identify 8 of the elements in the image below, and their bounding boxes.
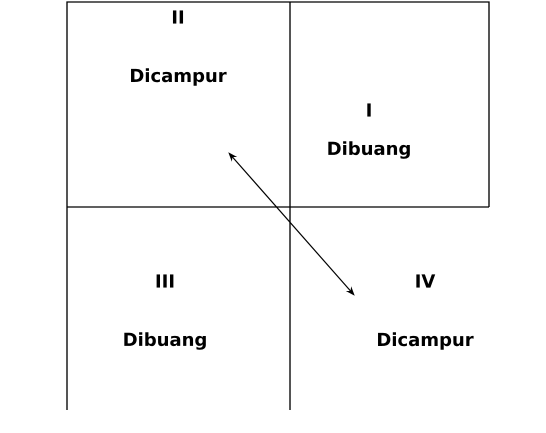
cell-text: Dicampur: [131, 68, 227, 86]
cell-text: I: [367, 103, 371, 117]
cell-text: III: [156, 274, 174, 288]
cell-text: Dicampur: [378, 332, 474, 350]
cell-text: II: [172, 10, 184, 24]
cell-text: IV: [416, 274, 436, 288]
cell-text: Dibuang: [328, 141, 410, 159]
cell-text: Dibuang: [124, 332, 206, 350]
